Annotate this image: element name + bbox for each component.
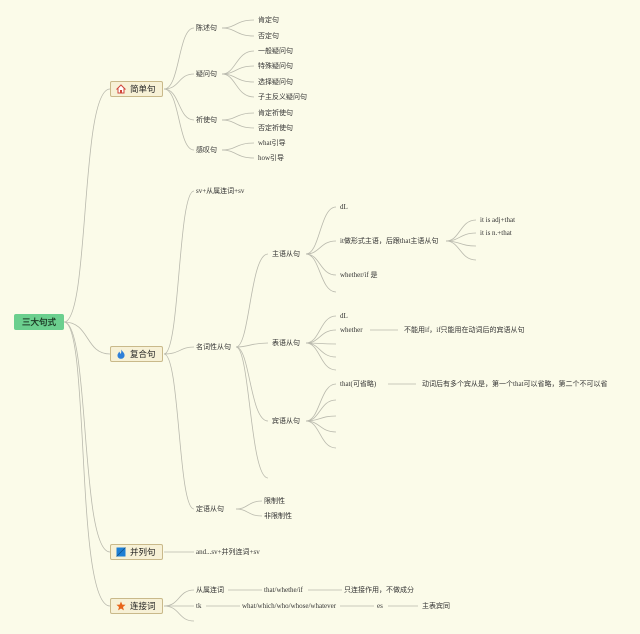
node-sub-note[interactable]: 只连接作用，不做成分 <box>344 586 414 594</box>
node-how-exclamation[interactable]: how引导 <box>258 154 285 162</box>
node-general-question[interactable]: 一般疑问句 <box>258 47 293 55</box>
node-tag-question[interactable]: 子主反义疑问句 <box>258 93 307 101</box>
category-conjunction[interactable]: 连接词 <box>110 598 163 614</box>
node-es-note[interactable]: 主表宾同 <box>422 602 450 610</box>
node-wh-words[interactable]: what/which/who/whose/whatever <box>242 602 337 610</box>
node-object-clause[interactable]: 宾语从句 <box>272 417 300 425</box>
node-that-optional[interactable]: that(可省略) <box>340 380 377 388</box>
node-it-formal-subject[interactable]: it做形式主语，后跟that主语从句 <box>340 237 439 245</box>
node-tk[interactable]: tk <box>196 602 202 610</box>
node-it-adj-that[interactable]: it is adj+that <box>480 216 516 224</box>
category-complex[interactable]: 复合句 <box>110 346 163 362</box>
star-icon <box>116 601 126 611</box>
node-whether-note[interactable]: 不能用if，if只能用在动词后的宾语从句 <box>404 326 525 334</box>
node-affirmative-imperative[interactable]: 肯定祈使句 <box>258 109 293 117</box>
root-node[interactable]: 三大句式 <box>14 314 64 330</box>
node-exclamatory[interactable]: 感叹句 <box>196 146 217 154</box>
node-non-restrictive[interactable]: 非限制性 <box>264 512 292 520</box>
node-it-n-that[interactable]: it is n.+that <box>480 229 512 237</box>
category-compound-label: 并列句 <box>130 548 156 558</box>
category-compound[interactable]: 并列句 <box>110 544 163 560</box>
node-negative[interactable]: 否定句 <box>258 32 279 40</box>
node-es[interactable]: es <box>377 602 383 610</box>
node-that-note[interactable]: 动词后有多个宾从是，第一个that可以省略，第二个不可以省 <box>422 380 608 388</box>
node-restrictive[interactable]: 限制性 <box>264 497 285 505</box>
node-subject-clause[interactable]: 主语从句 <box>272 250 300 258</box>
node-compound-pattern[interactable]: and...sv+并列连词+sv <box>196 548 260 556</box>
node-imperative[interactable]: 祈使句 <box>196 116 217 124</box>
category-simple-label: 简单句 <box>130 85 156 95</box>
node-predicative-whether[interactable]: whether <box>340 326 363 334</box>
node-declarative[interactable]: 陈述句 <box>196 24 217 32</box>
category-complex-label: 复合句 <box>130 350 156 360</box>
node-complex-pattern[interactable]: sv+从属连词+sv <box>196 187 245 195</box>
node-choice-question[interactable]: 选择疑问句 <box>258 78 293 86</box>
flag-icon <box>116 547 126 557</box>
node-whether-if[interactable]: whether/if 是 <box>340 271 378 279</box>
node-subject-dl[interactable]: dL <box>340 203 348 211</box>
category-conjunction-label: 连接词 <box>130 602 156 612</box>
node-affirmative[interactable]: 肯定句 <box>258 16 279 24</box>
node-negative-imperative[interactable]: 否定祈使句 <box>258 124 293 132</box>
node-sub-words[interactable]: that/whethe/if <box>264 586 303 594</box>
node-subordinate-conj[interactable]: 从属连词 <box>196 586 224 594</box>
node-special-question[interactable]: 特殊疑问句 <box>258 62 293 70</box>
house-icon <box>115 84 127 94</box>
node-attributive-clause[interactable]: 定语从句 <box>196 505 224 513</box>
category-simple[interactable]: 简单句 <box>110 81 163 97</box>
node-what-exclamation[interactable]: what引导 <box>258 139 286 147</box>
node-interrogative[interactable]: 疑问句 <box>196 70 217 78</box>
node-predicative-clause[interactable]: 表语从句 <box>272 339 300 347</box>
node-noun-clause[interactable]: 名词性从句 <box>196 343 231 351</box>
node-predicative-dl[interactable]: dL <box>340 312 348 320</box>
fire-icon <box>116 349 126 359</box>
